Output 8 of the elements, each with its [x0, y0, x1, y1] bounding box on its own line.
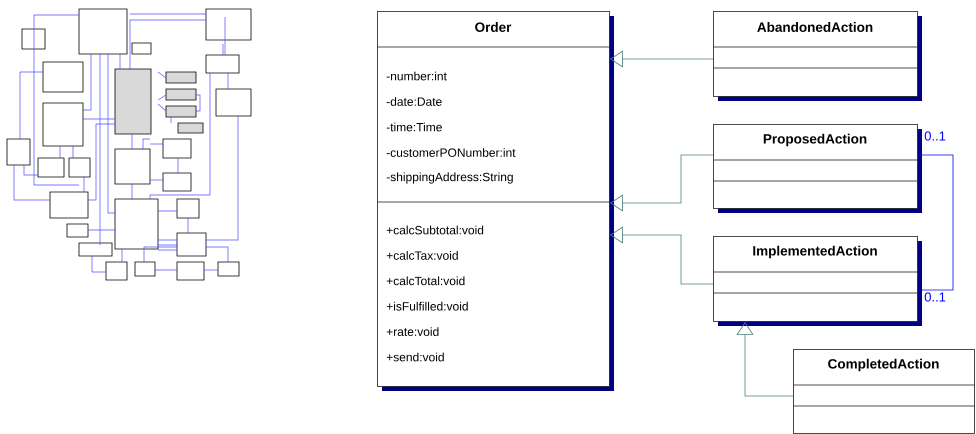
class-box: CompletedAction: [792, 349, 975, 434]
class-box: ImplementedAction: [712, 236, 922, 326]
class-box: AbandonedAction: [712, 11, 922, 101]
association-line: [918, 154, 954, 290]
class-box: Order -number:int -date:Date -time:Time -customerPONumber:int -shippingAddress:String +calcSubtotal:void +calcTax:void +calcTotal:void +isFulfilled:void +rate:void +send:void: [376, 11, 614, 391]
multiplicity-label: 0..1: [924, 131, 946, 141]
class-box: ProposedAction: [712, 124, 922, 213]
multiplicity-label: 0..1: [924, 292, 946, 302]
